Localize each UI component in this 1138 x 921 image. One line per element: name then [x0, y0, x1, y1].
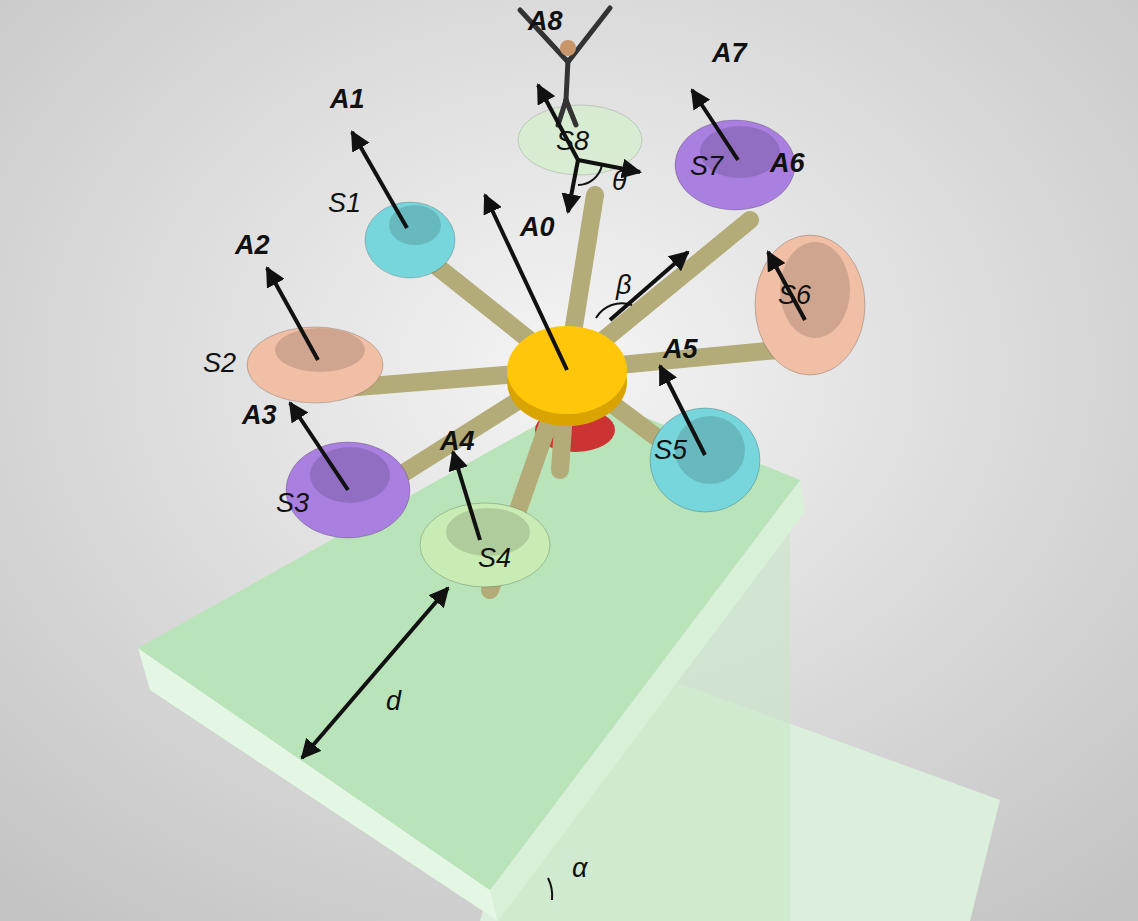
symbol-label: A3 [242, 402, 277, 429]
symbol-label: S8 [556, 128, 589, 155]
symbol-label: θ [612, 168, 627, 195]
symbol-label: A8 [528, 8, 563, 35]
symbol-label: β [616, 272, 631, 299]
symbol-label: S4 [478, 545, 511, 572]
symbol-label: A4 [440, 428, 475, 455]
symbol-label: d [386, 688, 401, 715]
symbol-label: A1 [330, 86, 365, 113]
symbol-label: A7 [712, 40, 747, 67]
symbol-label: S1 [328, 190, 361, 217]
symbol-label: A6 [770, 150, 805, 177]
symbol-label: S2 [203, 350, 236, 377]
symbol-label: A2 [235, 232, 270, 259]
symbol-label: S3 [276, 490, 309, 517]
symbol-label: A5 [663, 336, 698, 363]
symbol-label: S5 [654, 437, 687, 464]
symbol-label: S6 [778, 282, 811, 309]
symbol-label: S7 [690, 153, 723, 180]
symbol-label: α [572, 855, 587, 882]
symbol-label: A0 [520, 214, 555, 241]
